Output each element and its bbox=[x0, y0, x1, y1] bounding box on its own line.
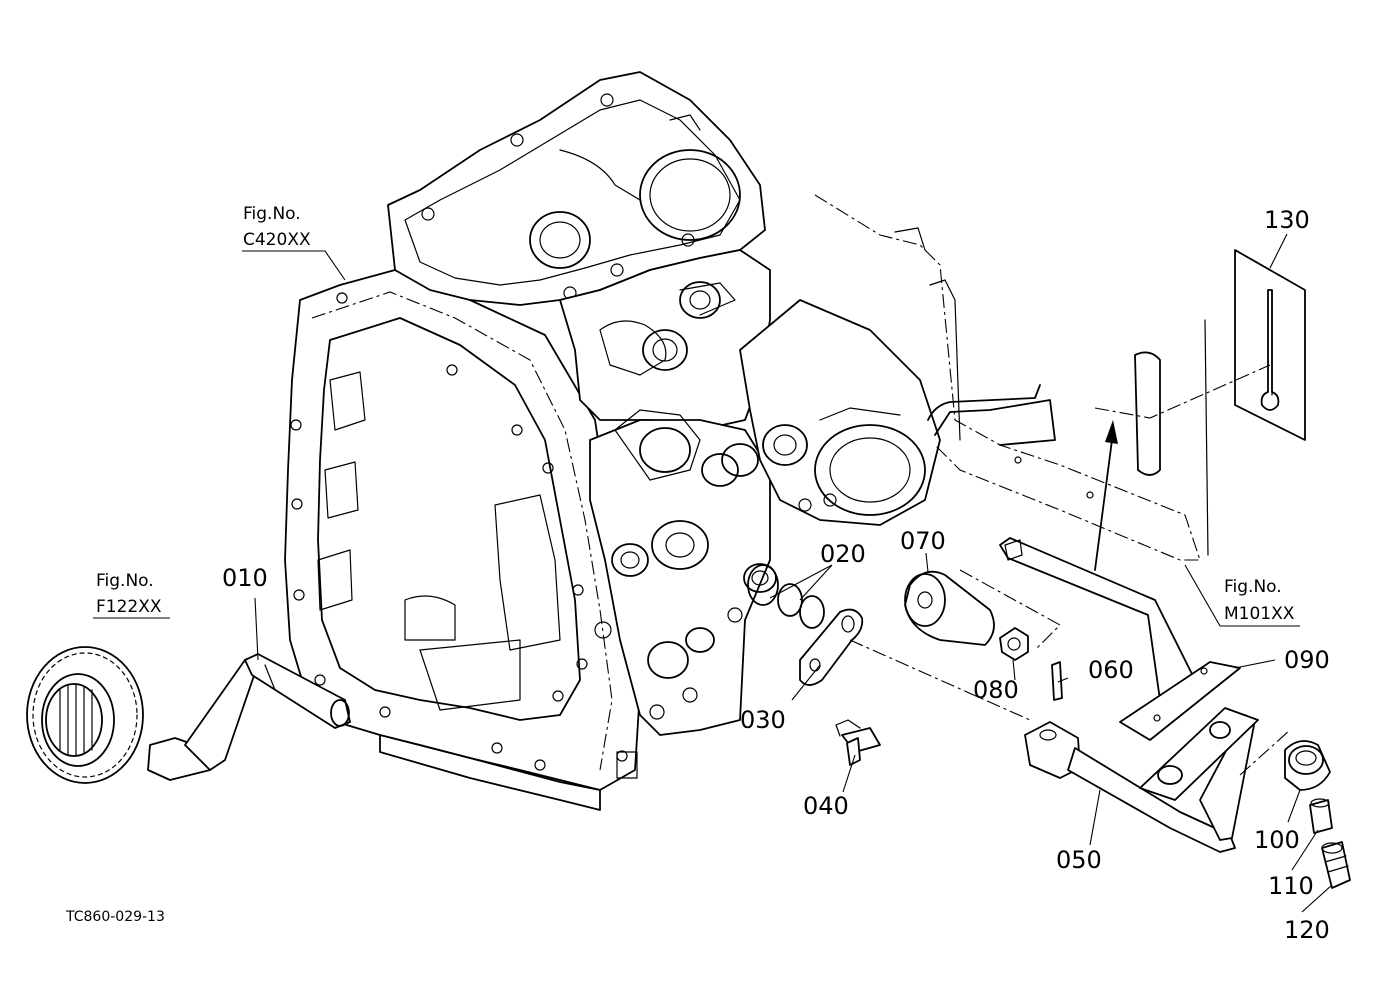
transmission-housing bbox=[284, 269, 641, 811]
part-label-090: 090 bbox=[1284, 646, 1330, 674]
part-030-plate bbox=[799, 608, 864, 686]
gear-f122 bbox=[26, 646, 144, 784]
fig-ref-m101-line2: M101XX bbox=[1224, 604, 1295, 624]
part-label-080: 080 bbox=[973, 676, 1019, 704]
part-number-labels: 010 020 030 040 050 060 070 080 090 100 … bbox=[222, 206, 1330, 944]
part-label-070: 070 bbox=[900, 527, 946, 555]
part-label-130: 130 bbox=[1264, 206, 1310, 234]
part-label-110: 110 bbox=[1268, 872, 1314, 900]
part-080-nut bbox=[999, 627, 1029, 661]
flange-bolt-holes bbox=[290, 292, 628, 771]
fig-ref-m101-line1: Fig.No. bbox=[1224, 577, 1282, 597]
part-120-bushing bbox=[1321, 841, 1351, 889]
fig-ref-f122-line2: F122XX bbox=[96, 597, 162, 617]
assembly-arrow bbox=[1094, 420, 1118, 571]
part-070-knob bbox=[904, 570, 995, 646]
part-label-050: 050 bbox=[1056, 846, 1102, 874]
mid-block bbox=[559, 249, 941, 736]
part-110-collar bbox=[1309, 798, 1333, 834]
fig-ref-f122-line1: Fig.No. bbox=[96, 571, 154, 591]
part-060-pin bbox=[1051, 661, 1063, 701]
fig-ref-c420-line2: C420XX bbox=[243, 230, 311, 250]
part-label-010: 010 bbox=[222, 564, 268, 592]
upper-gearbox bbox=[387, 71, 766, 306]
part-130-label bbox=[1234, 249, 1306, 441]
part-label-020: 020 bbox=[820, 540, 866, 568]
part-100-grommet bbox=[1284, 740, 1331, 791]
part-label-040: 040 bbox=[803, 792, 849, 820]
part-label-120: 120 bbox=[1284, 916, 1330, 944]
part-label-060: 060 bbox=[1088, 656, 1134, 684]
part-040-bolt bbox=[835, 719, 881, 766]
part-label-100: 100 bbox=[1254, 826, 1300, 854]
diagram-code: TC860-029-13 bbox=[65, 909, 165, 925]
part-050-lever-rod bbox=[999, 537, 1256, 853]
fig-ref-c420-line1: Fig.No. bbox=[243, 204, 301, 224]
part-020-o-ring bbox=[747, 564, 825, 629]
figure-references: Fig.No. C420XX Fig.No. F122XX Fig.No. M1… bbox=[96, 204, 1295, 624]
part-label-030: 030 bbox=[740, 706, 786, 734]
leader-lines bbox=[93, 233, 1333, 913]
fender-bracket bbox=[814, 194, 1209, 561]
part-090-bracket bbox=[1119, 661, 1259, 801]
